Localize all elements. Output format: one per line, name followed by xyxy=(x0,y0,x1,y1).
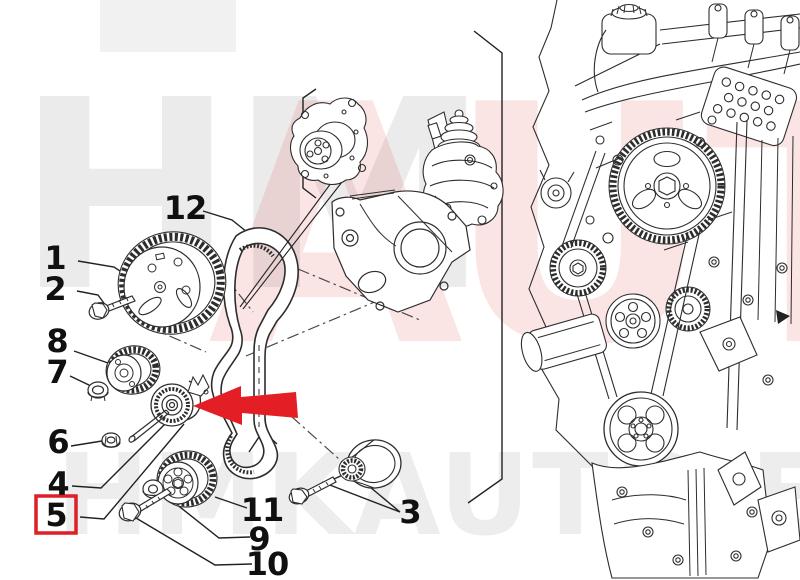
callout-9: 9 xyxy=(248,520,270,558)
water-pump-drawing xyxy=(289,97,369,186)
inner-cover-drawing xyxy=(331,189,471,313)
bolt-10-drawing xyxy=(118,488,172,522)
callout-12: 12 xyxy=(163,189,208,227)
callout-4: 4 xyxy=(47,465,69,503)
highlight-box xyxy=(34,494,78,535)
pulley-8-drawing xyxy=(105,345,161,395)
callout-2: 2 xyxy=(44,270,66,308)
callout-8: 8 xyxy=(46,322,68,360)
callout-10: 10 xyxy=(245,545,290,580)
bolt-3-drawing xyxy=(288,476,337,505)
callout-6: 6 xyxy=(47,423,69,461)
bolt-2-drawing xyxy=(88,295,136,320)
tensioner-drawing xyxy=(150,373,210,427)
highlight-arrow xyxy=(193,386,298,425)
callout-3: 3 xyxy=(399,493,421,531)
engine-assembly-drawing xyxy=(520,0,800,579)
seal-7-drawing xyxy=(87,381,109,402)
callout-1: 1 xyxy=(44,239,66,277)
nut-6-drawing xyxy=(101,432,121,448)
timing-belt-drawing xyxy=(210,227,299,480)
camshaft-sprocket-drawing xyxy=(117,231,227,335)
callout-5: 5 xyxy=(45,496,67,534)
callout-7: 7 xyxy=(46,353,68,391)
stud-drawing xyxy=(128,409,170,443)
callout-11: 11 xyxy=(240,491,285,529)
roller-3-drawing xyxy=(338,439,402,489)
